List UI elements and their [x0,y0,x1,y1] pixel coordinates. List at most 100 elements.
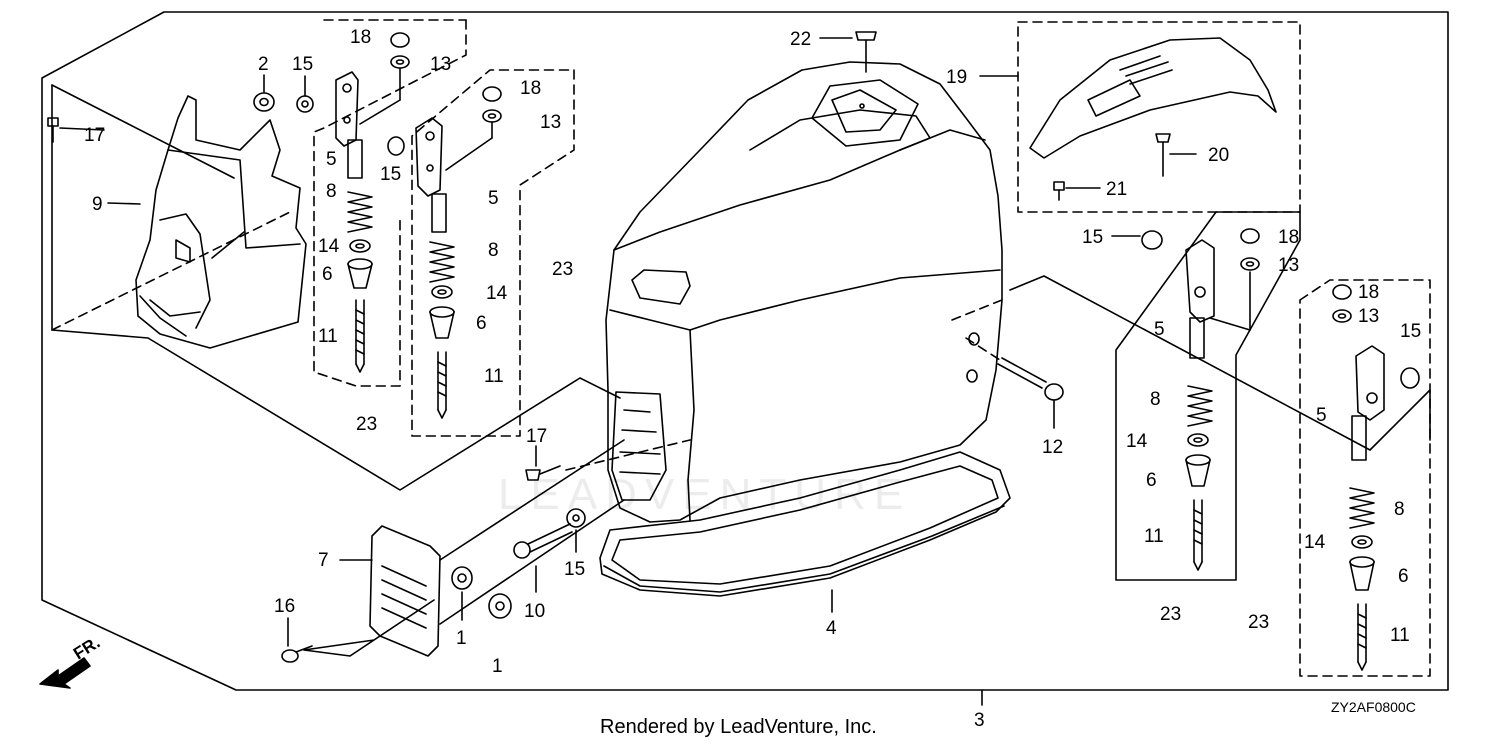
callout-15: 15 [1082,227,1103,248]
callout-22: 22 [790,29,811,50]
nut-15-left [296,95,314,113]
callout-13: 13 [1278,255,1299,276]
bolt-11-far-right [1357,603,1367,671]
callout-14: 14 [486,283,508,304]
screw-17-center [525,465,561,481]
callout-6: 6 [476,313,487,334]
latch-box-1 [313,19,467,387]
part-code: ZY2AF0800C [1331,699,1416,715]
screw-16 [281,645,313,663]
nut-18-left [390,32,410,48]
engine-cover [605,61,1003,523]
callout-18: 18 [350,27,371,48]
callout-11: 11 [484,366,504,387]
callout-15: 15 [564,559,585,580]
watermark: LEADVENTURE [498,470,912,519]
callout-7: 7 [318,550,329,571]
callout-5: 5 [326,149,337,170]
screw-21 [1053,181,1065,201]
callout-3: 3 [974,710,985,731]
cover-emblem [631,269,691,305]
callout-11: 11 [318,326,338,347]
callout-13: 13 [1358,306,1379,327]
grommet-1-upper [451,566,473,590]
inner-cover-part [135,95,307,349]
front-direction-arrow-icon [39,657,91,689]
cap-6-right [1185,454,1211,487]
spring-8-second [429,241,455,283]
washer-14-left [349,239,371,253]
washer-13-far-right [1332,309,1352,323]
callout-18: 18 [1358,282,1379,303]
callout-17: 17 [84,125,105,146]
callout-11: 11 [1390,625,1410,646]
left-cover-section [51,84,621,491]
latch-box-2 [411,69,575,437]
handle-cover-box [1017,21,1301,213]
screw-17-left [47,117,59,143]
nut-15-middle [387,136,405,156]
callout-6: 6 [322,264,333,285]
callout-6: 6 [1398,566,1409,587]
callout-16: 16 [274,596,295,617]
callout-8: 8 [488,240,499,261]
callout-13: 13 [430,54,451,75]
bolt-11-right [1193,499,1203,571]
callout-23: 23 [1160,604,1181,625]
callout-20: 20 [1208,145,1229,166]
callout-2: 2 [258,54,269,75]
nut-18-right [1240,228,1260,244]
callout-10: 10 [524,601,545,622]
callout-1: 1 [492,656,503,677]
spring-8-far-right [1349,487,1375,529]
washer-14-second [431,285,453,299]
callout-23: 23 [1248,612,1269,633]
callout-4: 4 [826,618,837,639]
washer-13-second [482,109,502,123]
spring-8-left [347,191,373,233]
latch-4 [1351,345,1385,461]
latch-1 [335,71,363,179]
callout-5: 5 [488,188,499,209]
bolt-10 [513,523,573,559]
vent-cover-7 [369,525,441,657]
latch-3 [1185,239,1215,359]
rivet-20 [1155,133,1171,177]
callout-5: 5 [1154,319,1165,340]
callout-14: 14 [1304,532,1326,553]
callout-9: 9 [92,194,103,215]
latch-box-3 [1115,211,1301,581]
callout-14: 14 [1126,431,1148,452]
callout-8: 8 [326,181,337,202]
callout-8: 8 [1394,499,1405,520]
washer-14-right [1187,433,1209,447]
callout-5: 5 [1316,405,1327,426]
callout-1: 1 [456,628,467,649]
nut-18-far-right [1332,284,1352,300]
callout-15: 15 [1400,321,1421,342]
callout-8: 8 [1150,389,1161,410]
grommet-2 [253,92,275,112]
callout-21: 21 [1106,179,1127,200]
bolt-11-left [355,299,365,373]
callout-12: 12 [1042,437,1063,458]
main-frame [41,11,1449,691]
callout-13: 13 [540,112,561,133]
callout-18: 18 [520,78,541,99]
cover-vent-opening [611,391,667,501]
callout-23: 23 [552,259,573,280]
nut-15-far-right [1400,367,1420,389]
nut-15-right [1141,230,1163,250]
callout-11: 11 [1144,526,1164,547]
callout-18: 18 [1278,227,1299,248]
callout-14: 14 [318,236,340,257]
cap-6-left [347,258,373,289]
cap-6-far-right [1349,556,1375,591]
washer-13-right [1240,257,1260,271]
latch-box-4 [1299,279,1431,677]
callout-23: 23 [356,414,377,435]
credit-text: Rendered by LeadVenture, Inc. [600,716,877,738]
latch-2 [415,117,447,233]
callout-17: 17 [526,426,547,447]
